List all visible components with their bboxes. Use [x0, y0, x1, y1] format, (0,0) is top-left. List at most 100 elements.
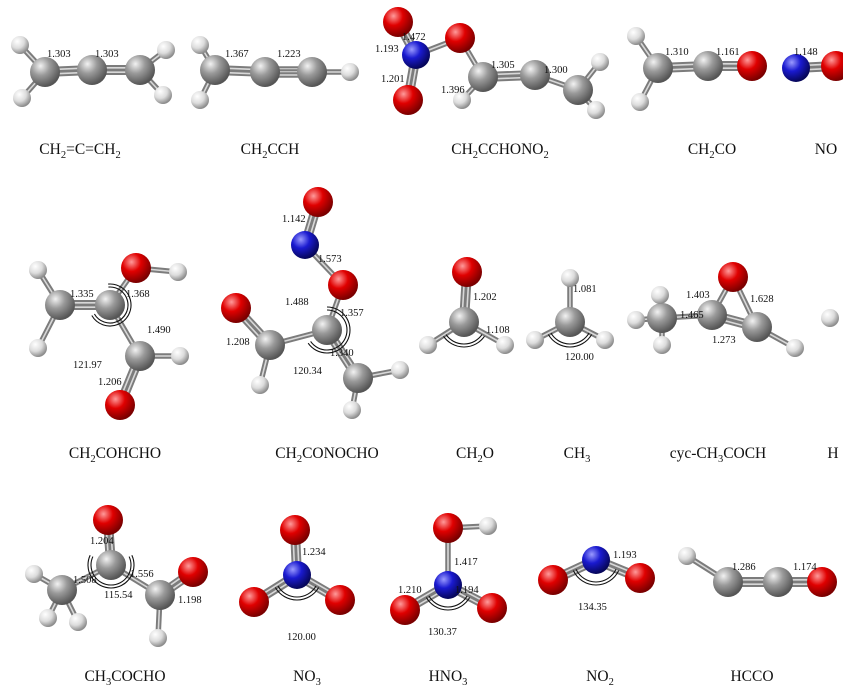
angle-arcs-layer	[87, 283, 620, 611]
carbon-atom	[468, 62, 498, 92]
ch2cchono2-value-label: 1.472	[402, 32, 426, 43]
ch2conocho-caption: CH2CONOCHO	[275, 445, 378, 465]
ch2cohcho-value-label: 121.97	[73, 360, 102, 371]
hydrogen-atom	[631, 93, 649, 111]
caption-text: HNO	[428, 668, 463, 685]
caption-subscript: 2	[262, 150, 268, 162]
hydrogen-atom	[171, 347, 189, 365]
no2-value-label: 1.193	[613, 550, 637, 561]
oxygen-atom	[445, 23, 475, 53]
caption-subscript: 2	[90, 454, 96, 466]
caption-text: CH	[68, 445, 91, 462]
ch2conocho-value-label: 1.340	[330, 348, 354, 359]
hno3-angle-arc	[425, 597, 471, 611]
caption-text: CH	[456, 445, 478, 462]
no2-angle-arc	[575, 569, 617, 583]
atoms-layer	[11, 7, 843, 647]
hydrogen-atom	[419, 336, 437, 354]
carbon-atom	[449, 307, 479, 337]
hydrogen-atom	[154, 86, 172, 104]
caption-text: CH	[451, 141, 473, 158]
oxygen-atom	[625, 563, 655, 593]
hydrogen-atom	[69, 613, 87, 631]
caption-text: COCHO	[111, 668, 166, 685]
ch2cohcho-value-label: 1.490	[147, 325, 171, 336]
propargyl-value-label: 1.223	[277, 49, 301, 60]
caption-text: O	[482, 445, 494, 462]
oxygen-atom	[477, 593, 507, 623]
hydrogen-atom	[653, 336, 671, 354]
hcco-caption: HCCO	[730, 668, 773, 686]
ch2cohcho-caption: CH2COHCHO	[69, 445, 161, 465]
ch3cocho-value-label: 115.54	[104, 590, 133, 601]
caption-text: NO	[586, 668, 609, 685]
caption-subscript: 3	[106, 677, 112, 689]
caption-text: CH	[240, 141, 263, 158]
no3-angle-arc	[274, 587, 320, 601]
ch2cohcho-angle-arc	[91, 283, 132, 327]
ch2o-caption: CH2O	[456, 445, 494, 465]
hno3-angle-arc	[428, 595, 468, 608]
nitrogen-atom	[434, 571, 462, 599]
nitrogen-atom	[291, 231, 319, 259]
no3-value-label: 1.234	[302, 547, 326, 558]
ch3-angle-arc	[547, 334, 593, 348]
ch2conocho-value-label: 1.208	[226, 337, 250, 348]
carbon-atom	[297, 57, 327, 87]
caption-text: CO	[714, 141, 737, 158]
caption-text: CCH	[267, 141, 300, 158]
ch2cohcho-value-label: 1.368	[126, 289, 150, 300]
cycch3coch-caption: cyc-CH3COCH	[670, 445, 767, 465]
hydrogen-atom	[13, 89, 31, 107]
caption-text: CH	[275, 445, 297, 462]
oxygen-atom	[452, 257, 482, 287]
ch2cchono2-value-label: 1.193	[375, 44, 399, 55]
hydrogen-atom	[39, 609, 57, 627]
carbon-atom	[30, 57, 60, 87]
hydrogen-atom	[391, 361, 409, 379]
ch3-angle-arc	[550, 332, 590, 345]
no-value-label: 1.148	[794, 47, 818, 58]
oxygen-atom	[325, 585, 355, 615]
ch3-value-label: 1.081	[573, 284, 597, 295]
nitrogen-atom	[582, 546, 610, 574]
hydrogen-atom	[479, 517, 497, 535]
hydrogen-atom	[821, 309, 839, 327]
ch2cchono2-value-label: 1.300	[544, 65, 568, 76]
caption-subscript: 2	[115, 150, 121, 162]
oxygen-atom	[121, 253, 151, 283]
hcco-value-label: 1.174	[793, 562, 817, 573]
ch2o-angle-arc	[445, 334, 483, 345]
carbon-atom	[250, 57, 280, 87]
ketene-caption: CH2CO	[688, 141, 736, 161]
ch2conocho-value-label: 120.34	[293, 366, 323, 377]
carbon-atom	[693, 51, 723, 81]
carbon-atom	[125, 55, 155, 85]
ch2conocho-angle-arc	[310, 309, 348, 351]
oxygen-atom	[393, 85, 423, 115]
hydrogen-atom	[678, 547, 696, 565]
caption-text: =C=CH	[66, 141, 116, 158]
oxygen-atom	[538, 565, 568, 595]
ch2conocho-angle-arc	[307, 306, 351, 354]
ketene-value-label: 1.161	[716, 47, 740, 58]
ch3-value-label: 120.00	[565, 352, 594, 363]
caption-subscript: 3	[717, 454, 724, 466]
carbon-atom	[763, 567, 793, 597]
carbon-atom	[45, 290, 75, 320]
oxygen-atom	[239, 587, 269, 617]
allene-caption: CH2=C=CH2	[39, 141, 120, 161]
oxygen-atom	[433, 513, 463, 543]
ch2cchono2-value-label: 1.305	[491, 60, 515, 71]
propargyl-value-label: 1.367	[225, 49, 249, 60]
cycch3coch-value-label: 1.628	[750, 294, 774, 305]
h-caption: H	[827, 445, 838, 463]
carbon-atom	[145, 580, 175, 610]
oxygen-atom	[383, 7, 413, 37]
caption-text: COHCHO	[95, 445, 162, 462]
hno3-value-label: 1.210	[398, 585, 422, 596]
hydrogen-atom	[526, 331, 544, 349]
carbon-atom	[95, 290, 125, 320]
hydrogen-atom	[191, 91, 209, 109]
